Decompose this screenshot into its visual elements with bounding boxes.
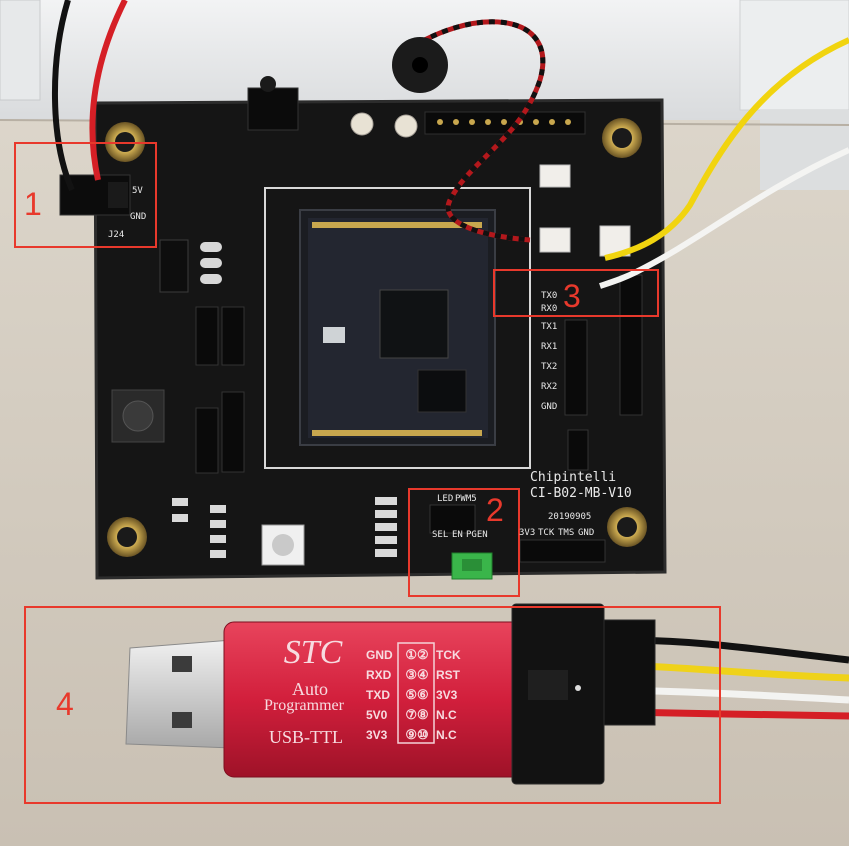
annotation-label-4: 4	[56, 686, 74, 722]
buzzer	[392, 19, 546, 243]
uart-pin-rx0: RX0	[541, 304, 558, 314]
pinout-row: TXD ⑤⑥ 3V3	[366, 685, 472, 705]
mode-label-pgen: PGEN	[466, 530, 488, 540]
pinout-row: RXD ③④ RST	[366, 665, 472, 685]
mode-label-sel: SEL	[432, 530, 449, 540]
board-model: CI-B02-MB-V10	[530, 486, 632, 501]
pinout-numbers: ⑦⑧	[405, 707, 429, 722]
pinout-right: 3V3	[436, 688, 458, 702]
pinout-left: GND	[366, 648, 393, 662]
jst-connector	[539, 164, 571, 188]
flash-chip	[417, 369, 467, 413]
pinout-left: 3V3	[366, 728, 388, 742]
pinout-right: N.C	[436, 708, 457, 722]
uart-pin-rx1: RX1	[541, 342, 558, 352]
pinout-numbers: ⑤⑥	[405, 687, 429, 702]
mode-label-pwm5: PWM5	[455, 494, 477, 504]
uart-pin-tx0: TX0	[541, 291, 558, 301]
annotation-box-3	[493, 269, 659, 317]
jst-connector	[539, 227, 571, 253]
power-pin-gnd: GND	[130, 212, 147, 222]
header-label-gnd: GND	[578, 528, 595, 538]
pinout-numbers: ⑨⑩	[405, 727, 429, 742]
power-pin-j24: J24	[108, 230, 125, 240]
pinout-right: N.C	[436, 728, 457, 742]
uart-pin-rx2: RX2	[541, 382, 558, 392]
red-wire	[89, 0, 128, 181]
pinout-left: TXD	[366, 688, 390, 702]
dongle-line1: Auto	[292, 679, 328, 699]
pinout-table: GND ①② TCK RXD ③④ RST TXD ⑤⑥ 3V3 5V0 ⑦⑧ N.C 3V3 ⑨⑩ N.C	[366, 645, 472, 745]
led	[394, 114, 418, 138]
pinout-row: 3V3 ⑨⑩ N.C	[366, 725, 472, 745]
pinout-row: GND ①② TCK	[366, 645, 472, 665]
annotation-label-1: 1	[24, 186, 42, 222]
header-label-tck: TCK	[538, 528, 555, 538]
dongle-line3: USB-TTL	[269, 727, 343, 747]
pinout-right: RST	[436, 668, 460, 682]
dongle-line2: Programmer	[264, 697, 344, 714]
mode-label-en: EN	[452, 530, 463, 540]
yellow-wire	[604, 37, 849, 261]
uart-pin-tx2: TX2	[541, 362, 558, 372]
mode-label-led: LED	[437, 494, 454, 504]
annotation-box-2	[408, 488, 520, 597]
pcb-board	[59, 76, 667, 580]
header-label-3v3: 3V3	[519, 528, 536, 538]
pinout-row: 5V0 ⑦⑧ N.C	[366, 705, 472, 725]
board-date: 20190905	[548, 512, 592, 522]
black-wire	[51, 0, 75, 192]
annotation-box-1	[14, 142, 157, 248]
pinout-left: RXD	[366, 668, 392, 682]
led	[350, 112, 374, 136]
annotation-label-2: 2	[486, 492, 504, 528]
power-pin-5v: 5V	[132, 186, 143, 196]
uart-pin-tx1: TX1	[541, 322, 558, 332]
board-brand: Chipintelli	[530, 470, 617, 485]
pinout-numbers: ③④	[405, 667, 429, 682]
uart-pin-gnd: GND	[541, 402, 558, 412]
ir-receiver	[247, 87, 299, 131]
usb-ttl-programmer	[125, 603, 849, 785]
pinout-right: TCK	[436, 648, 461, 662]
annotation-box-4	[24, 606, 721, 804]
main-chip	[379, 289, 449, 359]
dongle-brand: STC	[283, 634, 343, 671]
pinout-numbers: ①②	[405, 647, 429, 662]
white-wire	[599, 147, 849, 289]
pinout-left: 5V0	[366, 708, 388, 722]
header-label-tms: TMS	[558, 528, 575, 538]
annotation-label-3: 3	[563, 278, 581, 314]
